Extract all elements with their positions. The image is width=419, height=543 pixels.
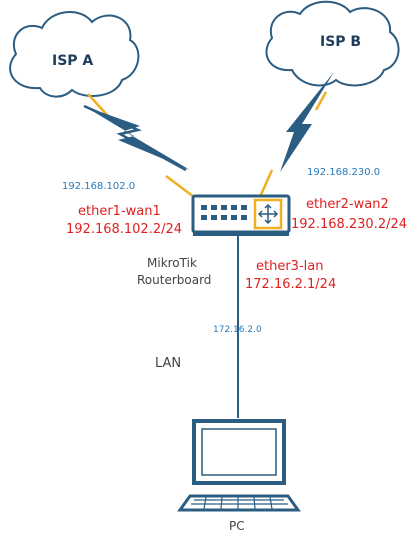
- monitor-screen: [201, 428, 277, 476]
- ether2-interface-label: ether2-wan2: [306, 197, 389, 212]
- isp-b-label: ISP B: [320, 34, 361, 50]
- pc: PC: [177, 419, 301, 533]
- pc-label: PC: [229, 519, 245, 533]
- wan2-link: [258, 72, 334, 198]
- ether3-address-label: 172.16.2.1/24: [245, 277, 336, 292]
- wan2-link-end-isp: [314, 91, 328, 111]
- router-base: [193, 232, 289, 236]
- routing-arrows-icon: [257, 203, 279, 225]
- wan1-link-end-isp: [87, 93, 109, 117]
- router-ports: [201, 205, 247, 220]
- lightning-bolt-shape: [84, 106, 190, 170]
- ether2-address-label: 192.168.230.2/24: [291, 217, 407, 232]
- lightning-icon: [280, 72, 334, 172]
- cloud-icon: [9, 10, 140, 98]
- router: [191, 194, 291, 236]
- cloud-icon: [265, 0, 400, 87]
- lan-segment-label: LAN: [155, 356, 181, 371]
- wan1-network-label: 192.168.102.0: [62, 181, 135, 192]
- wan2-link-end-router: [258, 169, 274, 198]
- router-label-line2: Routerboard: [137, 273, 211, 287]
- keyboard-icon: [177, 494, 301, 512]
- ether3-interface-label: ether3-lan: [256, 259, 323, 274]
- wan2-network-label: 192.168.230.0: [307, 167, 380, 178]
- ether1-interface-label: ether1-wan1: [78, 204, 161, 219]
- lan-network-label: 172.16.2.0: [213, 325, 262, 335]
- isp-b-cloud: ISP B: [265, 0, 400, 87]
- isp-a-cloud: ISP A: [9, 10, 140, 98]
- router-label-line1: MikroTik: [147, 256, 197, 270]
- keyboard-keys: [191, 496, 288, 510]
- isp-a-label: ISP A: [52, 53, 93, 69]
- ether1-address-label: 192.168.102.2/24: [66, 222, 182, 237]
